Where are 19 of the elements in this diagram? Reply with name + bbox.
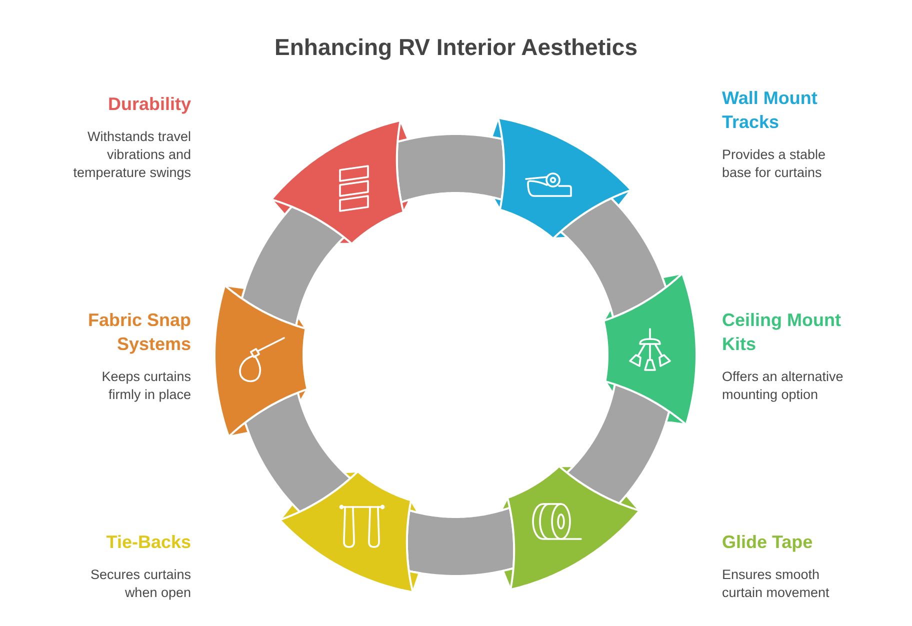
heading: Ceiling Mount Kits <box>722 309 842 356</box>
ring-band-connector <box>566 383 670 504</box>
ring-band-connector <box>560 197 667 318</box>
description: Provides a stable base for curtains <box>722 146 827 182</box>
ring-band-connector <box>406 506 516 577</box>
description: Ensures smooth curtain movement <box>722 566 830 602</box>
description: Withstands travel vibrations and temperature swings <box>72 128 191 182</box>
heading: Fabric Snap Systems <box>86 309 191 356</box>
heading: Wall Mount Tracks <box>722 87 818 134</box>
title: Enhancing RV Interior Aesthetics <box>274 33 638 61</box>
heading: Tie-Backs <box>106 531 191 554</box>
description: Secures curtains when open <box>89 566 191 602</box>
ring-band-connector <box>240 206 346 327</box>
heading: Glide Tape <box>722 531 813 554</box>
description: Offers an alternative mounting option <box>722 368 844 404</box>
ring-band-connector <box>244 392 352 513</box>
description: Keeps curtains firmly in place <box>100 368 191 404</box>
ring-band-connector <box>396 133 506 204</box>
heading: Durability <box>108 93 191 116</box>
